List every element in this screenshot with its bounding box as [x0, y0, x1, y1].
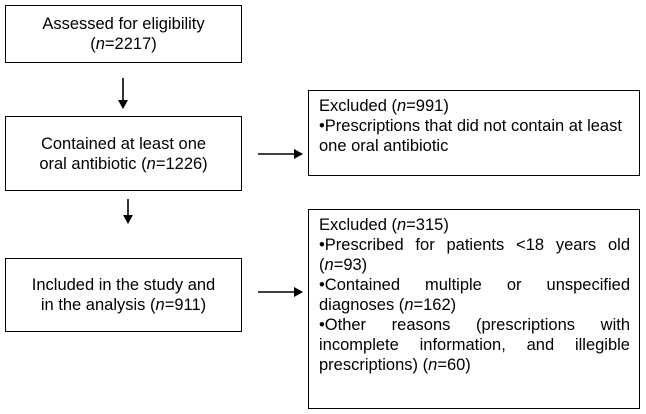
contained-n-value: =1226): [155, 154, 208, 173]
included-line2: in the analysis (n=911): [41, 295, 206, 315]
included-box: Included in the study and in the analysi…: [5, 258, 242, 332]
excluded2-reason-other-n-value: =60): [437, 356, 471, 374]
excluded2-title-prefix: Excluded (: [319, 216, 397, 234]
assessed-n-value: =2217): [104, 35, 157, 53]
excluded2-reason-age-n-value: =93): [333, 256, 368, 274]
contained-line1: Contained at least one: [40, 134, 207, 153]
included-n-label: n: [155, 296, 165, 314]
assessed-line1: Assessed for eligibility: [42, 15, 205, 33]
excluded-box-2: Excluded (n=315) •Prescribed for patient…: [308, 209, 640, 409]
included-line2-prefix: in the analysis (: [40, 296, 156, 314]
excluded2-reason-other-n-label: n: [428, 356, 438, 374]
excluded2-n-label: n: [396, 216, 407, 234]
excluded1-reason: •Prescriptions that did not contain at l…: [319, 117, 622, 155]
excluded2-reason-diagnoses-n-value: =162): [413, 296, 457, 314]
excluded2-reason-other-text: •Other reasons (prescriptions with incom…: [319, 316, 630, 374]
excluded-box-1: Excluded (n=991) •Prescriptions that did…: [308, 90, 640, 176]
contained-box: Contained at least one oral antibiotic (…: [5, 116, 242, 191]
contained-n-label: n: [146, 154, 156, 173]
excluded1-title-prefix: Excluded (: [319, 97, 397, 115]
excluded2-reason-age-text: •Prescribed for patients <18 years old (: [319, 236, 630, 274]
excluded2-reason-diagnoses: •Contained multiple or unspecified diagn…: [319, 275, 630, 315]
assessed-n-prefix: (: [90, 35, 96, 53]
excluded2-title-value: =315): [406, 216, 449, 234]
assessed-line2: (n=2217): [90, 34, 157, 54]
included-line1: Included in the study and: [31, 276, 216, 294]
contained-line2-prefix: oral antibiotic (: [39, 154, 147, 173]
included-n-value: =911): [164, 296, 207, 314]
excluded2-reason-age: •Prescribed for patients <18 years old (…: [319, 235, 630, 275]
excluded1-title-value: =991): [406, 97, 449, 115]
assessed-box: Assessed for eligibility (n=2217): [5, 5, 242, 63]
excluded2-title: Excluded (n=315): [319, 215, 630, 235]
excluded1-n-label: n: [396, 97, 407, 115]
excluded2-reason-age-n-label: n: [324, 256, 334, 274]
contained-line2: oral antibiotic (n=1226): [39, 154, 207, 174]
excluded2-reason-diagnoses-n-label: n: [404, 296, 414, 314]
excluded2-reason-other: •Other reasons (prescriptions with incom…: [319, 315, 630, 375]
excluded2-reason-diagnoses-text: •Contained multiple or unspecified diagn…: [319, 276, 630, 314]
excluded1-title: Excluded (n=991): [319, 96, 629, 116]
assessed-n-label: n: [95, 35, 105, 53]
